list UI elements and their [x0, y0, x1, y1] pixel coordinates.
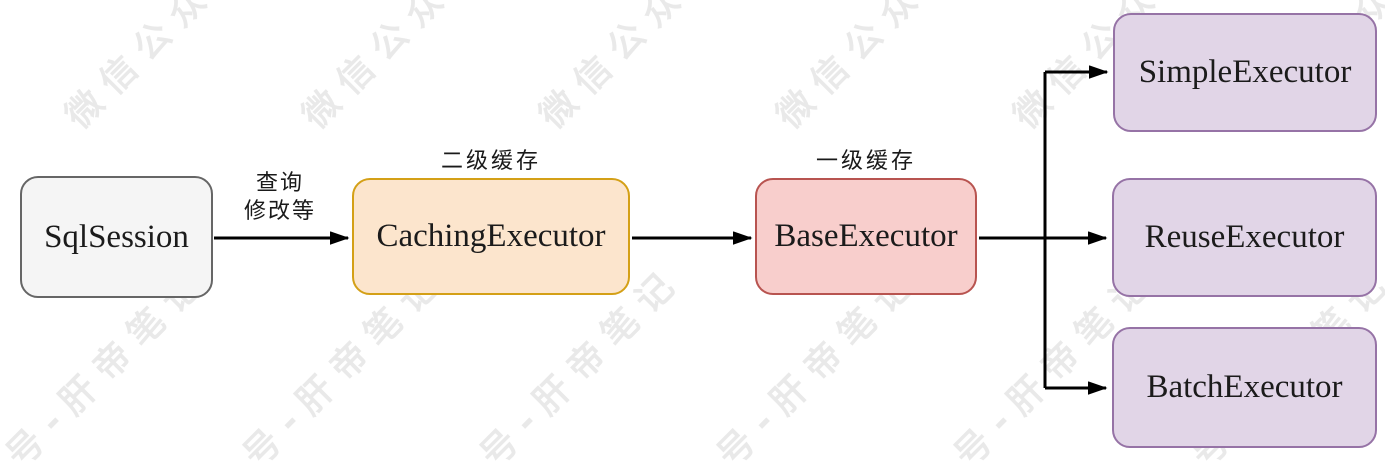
node-reuse-executor-label: ReuseExecutor [1144, 219, 1345, 255]
node-reuse-executor: ReuseExecutor [1112, 178, 1377, 297]
node-caching-executor: CachingExecutor [352, 178, 630, 295]
node-batch-executor: BatchExecutor [1112, 327, 1377, 448]
caption-first-level-cache: 一级缓存 [815, 149, 916, 174]
edge-label-query-modify: 查询 修改等 [208, 170, 352, 226]
node-batch-executor-label: BatchExecutor [1146, 369, 1343, 405]
node-base-executor-label: BaseExecutor [774, 218, 958, 254]
edge-label-line1: 查询 [255, 171, 304, 196]
node-base-executor: BaseExecutor [755, 178, 977, 295]
node-simple-executor-label: SimpleExecutor [1138, 54, 1352, 90]
caption-second-level-cache: 二级缓存 [440, 149, 541, 174]
node-sqlsession-label: SqlSession [44, 218, 189, 255]
edge-label-line2: 修改等 [243, 199, 316, 224]
node-caching-executor-label: CachingExecutor [376, 218, 606, 254]
node-sqlsession: SqlSession [20, 176, 213, 298]
node-simple-executor: SimpleExecutor [1113, 13, 1377, 132]
